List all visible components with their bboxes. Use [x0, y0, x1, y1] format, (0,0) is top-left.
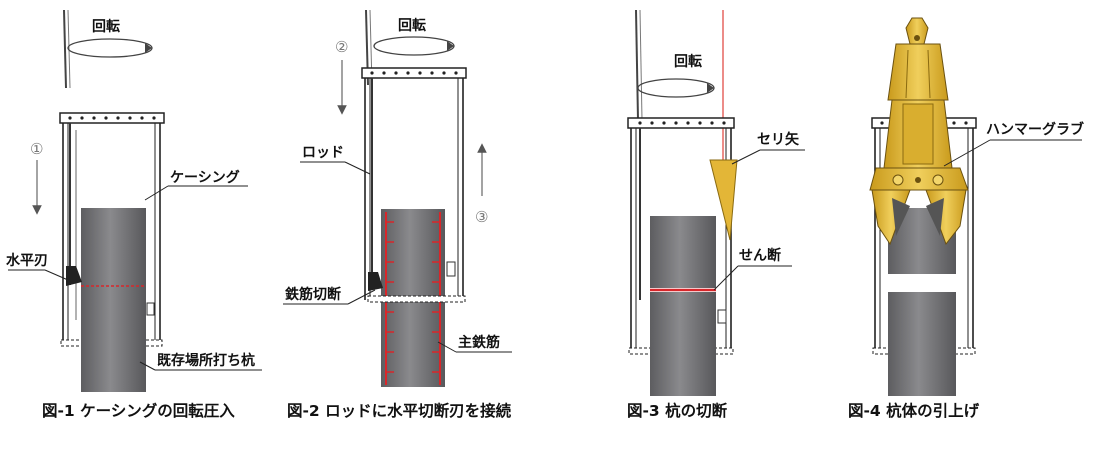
main-rebar-label: 主鉄筋: [458, 334, 500, 351]
pile-label: 既存場所打ち杭: [157, 352, 255, 369]
rotation-label: 回転: [674, 53, 702, 70]
blade-label: 水平刃: [6, 252, 48, 269]
remaining-pile: [888, 292, 956, 396]
figure-4-caption: 図-4 杭体の引上げ: [848, 401, 980, 420]
rotation-arrow: [637, 78, 715, 98]
figure-1: 回転 ① ケーシング 水平刃: [6, 9, 262, 420]
figure-3-caption: 図-3 杭の切断: [627, 401, 728, 420]
figure-2: 回転 ② ③: [283, 9, 512, 420]
pile-with-rebar: [367, 209, 466, 387]
casing: [361, 67, 467, 300]
step-number-down: ②: [335, 38, 348, 56]
existing-pile: [81, 208, 146, 392]
wedge-label: セリ矢: [757, 131, 800, 148]
shear-label: せん断: [739, 247, 781, 264]
upper-pile-section: [650, 216, 716, 288]
rotation-arrow: [373, 36, 455, 56]
rotation-arrow: [67, 38, 153, 58]
casing-label: ケーシング: [170, 169, 240, 186]
figure-4: ハンマーグラブ 図-4 杭体の引上げ: [848, 17, 1084, 420]
hammer-grab: [869, 17, 969, 246]
horizontal-blade: [368, 272, 383, 291]
figure-1-caption: 図-1 ケーシングの回転圧入: [42, 401, 235, 420]
figure-2-caption: 図-2 ロッドに水平切断刃を接続: [287, 401, 512, 420]
rod-label: ロッド: [302, 145, 344, 161]
step-number: ①: [30, 140, 43, 158]
rotation-label: 回転: [92, 18, 120, 35]
step-number-up: ③: [475, 208, 488, 226]
hammer-grab-label: ハンマーグラブ: [986, 121, 1084, 138]
horizontal-blade: [66, 266, 82, 286]
rebar-cut-label: 鉄筋切断: [285, 286, 341, 303]
lower-pile-section: [650, 292, 716, 396]
rotation-label: 回転: [398, 17, 426, 34]
wedge: [709, 159, 738, 241]
figure-3: 回転 セリ矢 せん断 図-3 杭の切断: [627, 9, 805, 420]
